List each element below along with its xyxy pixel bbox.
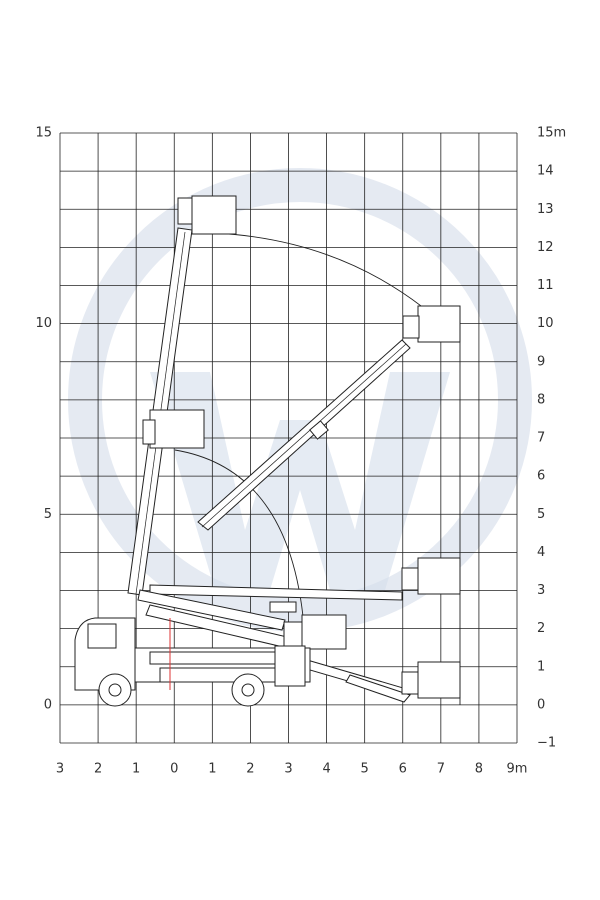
right-axis-tick-label: 15m — [537, 126, 566, 141]
right-axis-tick-label: 0 — [537, 697, 545, 712]
truck — [74, 617, 311, 707]
bottom-axis-ticks: 3 2 1 0 1 2 3 4 5 6 7 8 9m — [56, 762, 528, 777]
right-axis-tick-label: 6 — [537, 469, 545, 484]
bottom-axis-tick-label: 5 — [361, 762, 369, 777]
bottom-axis-tick-label: 1 — [132, 762, 140, 777]
right-axis-tick-label: −1 — [537, 736, 556, 751]
left-axis-tick-label: 5 — [44, 507, 52, 522]
bottom-axis-tick-label: 3 — [284, 762, 292, 777]
right-axis-tick-label: 8 — [537, 392, 545, 407]
bottom-axis-tick-label: 7 — [437, 762, 445, 777]
right-axis-tick-label: 1 — [537, 659, 545, 674]
left-axis-tick-label: 15 — [35, 126, 52, 141]
right-axis-tick-label: 12 — [537, 240, 554, 255]
right-axis-tick-label: 10 — [537, 316, 554, 331]
boom-horizontal-low — [285, 654, 461, 703]
bottom-axis-tick-label: 2 — [246, 762, 254, 777]
bottom-axis-tick-label: 2 — [94, 762, 102, 777]
right-axis-tick-label: 9 — [537, 354, 545, 369]
right-axis-tick-label: 7 — [537, 431, 545, 446]
bottom-axis-tick-label: 6 — [399, 762, 407, 777]
boom-vertical — [127, 195, 237, 596]
right-axis-tick-label: 2 — [537, 621, 545, 636]
bottom-axis-tick-label: 1 — [208, 762, 216, 777]
right-axis-tick-label: 3 — [537, 583, 545, 598]
bottom-axis-tick-label: 4 — [322, 762, 330, 777]
bottom-axis-tick-label: 9m — [507, 762, 528, 777]
right-axis-tick-label: 5 — [537, 507, 545, 522]
boom-stowed — [137, 589, 347, 651]
right-axis-tick-label: 4 — [537, 545, 545, 560]
left-axis-ticks: 15 10 5 0 — [35, 126, 52, 713]
left-axis-tick-label: 0 — [44, 697, 52, 712]
right-axis-tick-label: 14 — [537, 164, 554, 179]
left-axis-tick-label: 10 — [35, 316, 52, 331]
right-axis-tick-label: 11 — [537, 278, 554, 293]
boom-diagonal — [197, 305, 461, 531]
right-axis-tick-label: 13 — [537, 202, 554, 217]
bottom-axis-tick-label: 8 — [475, 762, 483, 777]
bottom-axis-tick-label: 3 — [56, 762, 64, 777]
bottom-axis-tick-label: 0 — [170, 762, 178, 777]
boom-horizontal-high — [149, 557, 461, 601]
